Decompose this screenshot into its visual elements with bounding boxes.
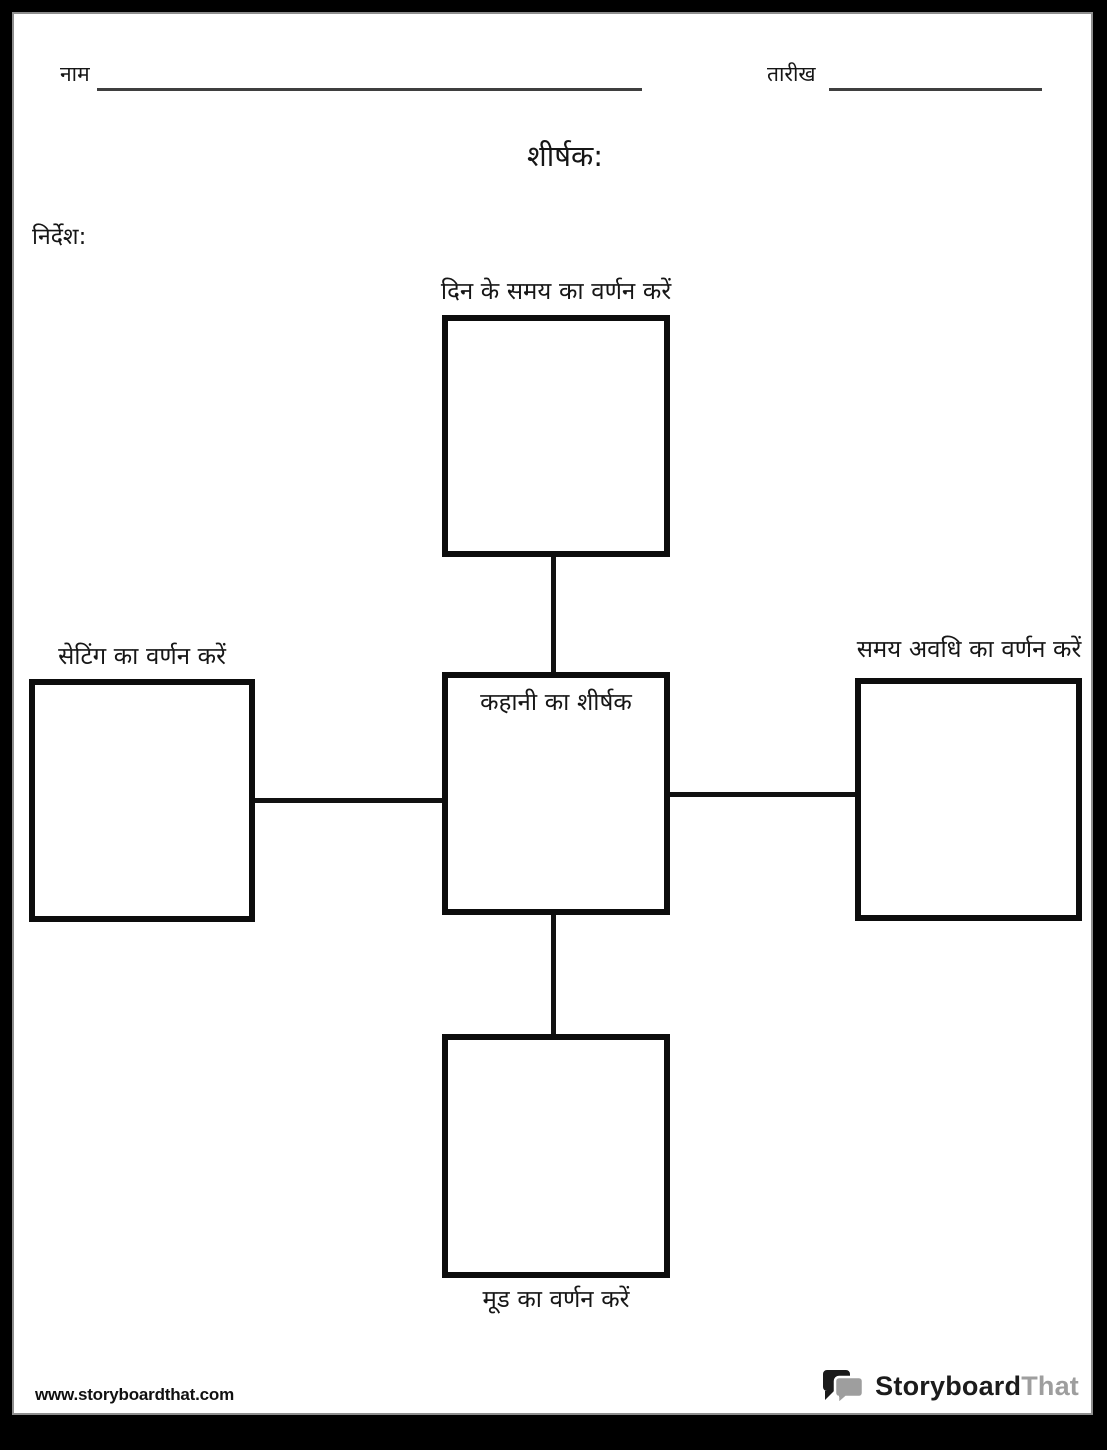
connector-top [551,555,556,672]
worksheet-title: शीर्षक: [526,139,604,173]
instructions-label: निर्देश: [32,224,87,250]
date-input-line[interactable] [829,88,1042,91]
center-box-label: कहानी का शीर्षक [480,688,632,716]
connector-right [670,792,855,797]
connector-left [255,798,442,803]
time-of-day-box[interactable] [442,315,670,557]
speech-bubbles-icon [820,1366,866,1407]
logo-wordmark: StoryboardThat [875,1371,1079,1402]
name-input-line[interactable] [97,88,642,91]
mood-box[interactable] [442,1034,670,1278]
logo-text-secondary: That [1021,1370,1079,1401]
setting-box[interactable] [29,679,255,922]
footer-website-url: www.storyboardthat.com [35,1385,234,1404]
worksheet-page: नाम तारीख शीर्षक: निर्देश: दिन के समय का… [12,12,1093,1415]
top-box-label: दिन के समय का वर्णन करें [440,277,672,305]
left-box-label: सेटिंग का वर्णन करें [58,642,226,670]
connector-bottom [551,913,556,1034]
logo-text-primary: Storyboard [875,1370,1022,1401]
story-title-box[interactable]: कहानी का शीर्षक [442,672,670,915]
date-label: तारीख [767,62,816,86]
name-label: नाम [60,62,90,86]
right-box-label: समय अवधि का वर्णन करें [856,635,1082,663]
time-period-box[interactable] [855,678,1082,921]
bottom-box-label: मूड का वर्णन करें [482,1285,630,1313]
storyboardthat-logo: StoryboardThat [820,1366,1079,1407]
